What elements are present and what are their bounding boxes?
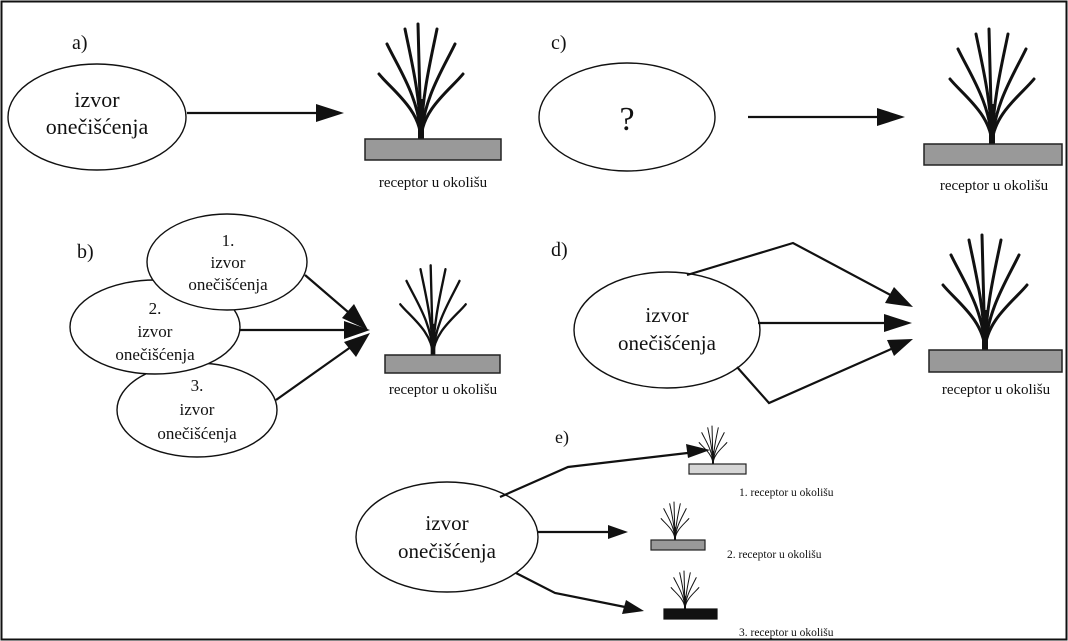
panel-b: b) 1. izvor onečišćenja 2. izvor onečišć… [69,213,501,458]
panel-b-plant-icon [400,265,466,355]
panel-e-plant-icon-3 [670,570,700,610]
panel-e-plant-icon-2 [660,501,690,541]
panel-e: e) izvor onečišćenja 1. receptor u okoli… [355,425,834,639]
panel-e-source-text-2: onečišćenja [398,539,497,563]
panel-d-receptor-base [928,349,1063,373]
panel-b-source-2-line-1: 2. [149,299,162,318]
panel-e-arrowhead-3 [622,600,644,614]
panel-a-source-text-1: izvor [74,87,120,112]
panel-b-source-1-line-1: 1. [222,231,235,250]
panel-d-receptor-label: receptor u okolišu [942,382,1051,398]
panel-e-arrowhead-2 [608,525,628,539]
panel-b-label: b) [77,241,94,263]
panel-d-source-text-1: izvor [645,303,688,327]
panel-a-source-ellipse [7,63,187,171]
panel-e-receptor-base-3 [663,608,718,620]
panel-e-receptor-base-1 [688,463,747,475]
panel-c-source-text: ? [619,101,634,138]
panel-b-source-3-line-1: 3. [191,376,204,395]
panel-c-receptor-label: receptor u okolišu [940,178,1049,194]
panel-b-source-ellipse-1 [146,213,308,311]
panel-d-plant-icon [943,235,1027,350]
panel-a-plant-icon [379,24,463,139]
panel-b-source-1-line-2: izvor [211,253,246,272]
panel-e-receptor-label-1: 1. receptor u okolišu [739,487,834,499]
panel-d-arrowhead-middle [884,314,912,332]
panel-e-arrow-3 [515,572,631,610]
panel-b-arrowhead-3 [344,333,370,357]
panel-d-label: d) [551,239,568,261]
panel-e-arrow-1 [499,450,697,499]
panel-b-source-1-line-3: onečišćenja [188,275,268,294]
panel-e-source-text-1: izvor [425,511,468,535]
panel-b-source-3-line-3: onečišćenja [157,424,237,443]
panel-a-arrowhead [316,104,344,122]
panel-a-receptor-label: receptor u okolišu [379,175,488,191]
panel-d: d) izvor onečišćenja receptor u okolišu [551,235,1063,405]
panel-e-receptor-label-2: 2. receptor u okolišu [727,549,822,561]
panel-e-receptor-label-3: 3. receptor u okolišu [739,627,834,639]
panel-a-receptor-base [364,138,502,161]
panel-b-arrow-3 [275,343,356,401]
panel-d-arrowhead-top [885,287,913,307]
panel-c-label: c) [551,32,567,54]
panel-d-arrow-bottom [736,344,899,405]
panel-a-source-text-2: onečišćenja [46,114,149,139]
panel-e-source-ellipse [355,481,539,593]
panel-b-arrow-1 [304,274,356,319]
panel-e-label: e) [555,427,569,448]
panel-c-receptor-base [923,143,1063,166]
panel-b-receptor-label: receptor u okolišu [389,382,498,398]
panel-b-arrowhead-1 [342,304,368,330]
panel-a-label: a) [72,32,88,54]
panel-b-source-3-line-2: izvor [180,400,215,419]
panel-b-source-2-line-2: izvor [138,322,173,341]
panel-d-source-ellipse [573,271,761,389]
panel-e-arrowhead-1 [686,444,710,458]
panel-e-plant-icon-1 [698,425,728,465]
panel-c: c) ? receptor u okolišu [538,29,1063,194]
panel-c-plant-icon [950,29,1034,144]
panel-e-receptor-base-2 [650,539,706,551]
panel-a: a) izvor onečišćenja receptor u okolišu [7,24,502,191]
panel-d-source-text-2: onečišćenja [618,331,717,355]
panel-c-arrowhead [877,108,905,126]
panel-d-arrowhead-bottom [887,339,913,356]
panel-c-source-ellipse [538,62,716,172]
panel-b-source-2-line-3: onečišćenja [115,345,195,364]
panel-b-arrowhead-2 [344,321,370,339]
panel-b-receptor-base [384,354,501,374]
panel-d-arrow-top [686,241,899,300]
